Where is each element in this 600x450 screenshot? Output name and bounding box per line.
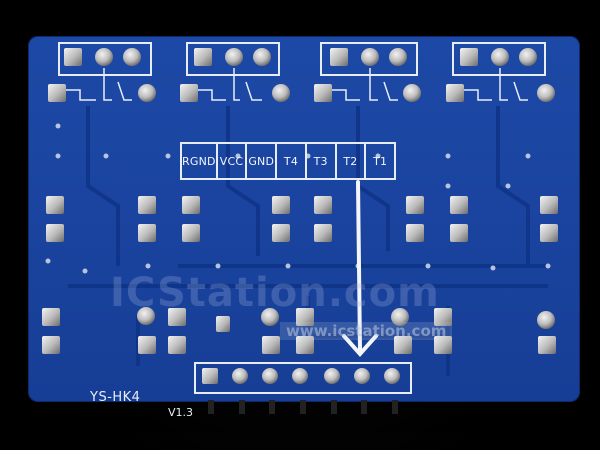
input-pin-labels: RGND VCC GND T4 T3 T2 T1 xyxy=(180,142,396,180)
top-header-pads xyxy=(64,48,537,66)
pin-label-gnd: GND xyxy=(247,144,278,178)
relay-pads-row xyxy=(48,84,555,102)
pin-label-vcc: VCC xyxy=(218,144,248,178)
relay-header-3 xyxy=(320,42,418,76)
board-model-label: YS-HK4 xyxy=(90,390,141,405)
relay-header-4 xyxy=(452,42,546,76)
pointer-arrow xyxy=(342,180,378,358)
watermark-url: www.icstation.com xyxy=(280,322,453,340)
bottom-header-pads xyxy=(202,368,400,384)
bottom-pin-header-outline xyxy=(194,362,412,394)
pin-label-t2: T2 xyxy=(337,144,367,178)
pin-label-t4: T4 xyxy=(277,144,307,178)
relay-header-2 xyxy=(186,42,280,76)
pin-label-rgnd: RGND xyxy=(182,144,218,178)
board-version-label: V1.3 xyxy=(168,406,194,419)
transistor-pads xyxy=(42,307,556,354)
pin-label-t1: T1 xyxy=(373,154,388,168)
header-pins xyxy=(196,400,410,414)
relay-header-1 xyxy=(58,42,152,76)
pin-label-t3: T3 xyxy=(307,144,337,178)
watermark-logo: ICStation.com xyxy=(110,270,440,316)
relay-coil-pads xyxy=(46,196,558,242)
